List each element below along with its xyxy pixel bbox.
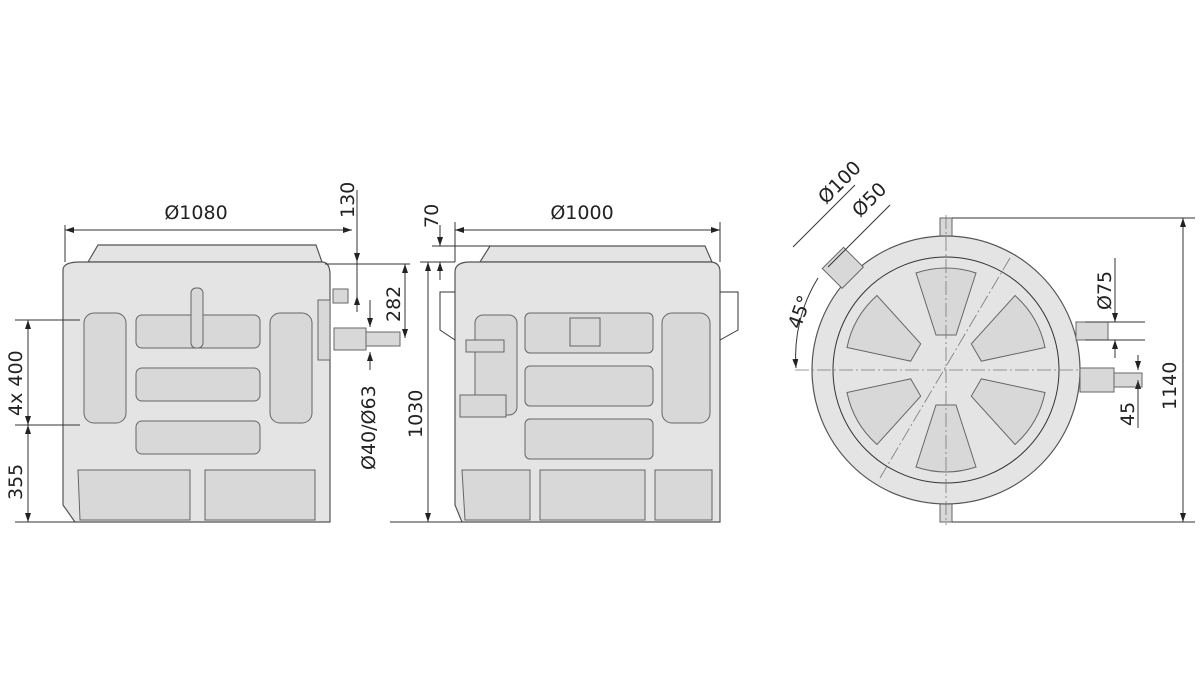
dim-355: 355 bbox=[5, 464, 27, 500]
tank-lid bbox=[478, 245, 713, 263]
pipe-coupling bbox=[1079, 367, 1115, 393]
dim-70: 70 bbox=[421, 204, 443, 228]
lid-spokes bbox=[846, 267, 1046, 473]
base-frame bbox=[77, 469, 316, 521]
pipe-outlet bbox=[459, 394, 507, 418]
angle-arc bbox=[792, 277, 819, 369]
outlet-pipe bbox=[365, 331, 401, 347]
dim-282: 282 bbox=[383, 286, 405, 322]
dim-diameter-50: Ø50 bbox=[848, 178, 891, 221]
rib bbox=[524, 418, 654, 460]
dim-45: 45 bbox=[1117, 402, 1139, 426]
outlet-75 bbox=[1075, 321, 1109, 341]
dim-diameter-1000: Ø1000 bbox=[550, 202, 613, 224]
side-view-front: Ø1000 70 1030 bbox=[390, 202, 739, 523]
dim-4x400: 4x 400 bbox=[5, 350, 27, 416]
side-panel bbox=[83, 312, 127, 424]
rib bbox=[524, 365, 654, 407]
pipe-coupling bbox=[333, 327, 367, 351]
inlet-pipe bbox=[821, 246, 865, 290]
rib bbox=[135, 420, 261, 455]
dim-diameter-75: Ø75 bbox=[1094, 271, 1116, 310]
pipe-inlet bbox=[465, 339, 505, 353]
handle bbox=[190, 287, 204, 349]
dim-1140: 1140 bbox=[1159, 362, 1181, 410]
rib bbox=[135, 367, 261, 402]
side-panel bbox=[269, 312, 313, 424]
base-frame bbox=[461, 469, 713, 521]
inlet-stub bbox=[332, 288, 349, 304]
dim-1030: 1030 bbox=[405, 390, 427, 438]
dim-130: 130 bbox=[337, 182, 359, 218]
top-view: Ø100 Ø50 45° Ø75 45 1140 bbox=[784, 157, 1195, 525]
side-panel bbox=[661, 312, 711, 424]
port-box bbox=[569, 317, 601, 347]
dim-pipe-diameter: Ø40/Ø63 bbox=[358, 385, 380, 470]
side-view-left: Ø1080 130 282 Ø40/Ø63 4x 400 355 bbox=[5, 182, 410, 523]
tank-lid bbox=[86, 244, 323, 263]
dim-angle-45: 45° bbox=[784, 293, 816, 332]
bracket bbox=[317, 299, 331, 361]
dim-diameter-1080: Ø1080 bbox=[164, 202, 227, 224]
